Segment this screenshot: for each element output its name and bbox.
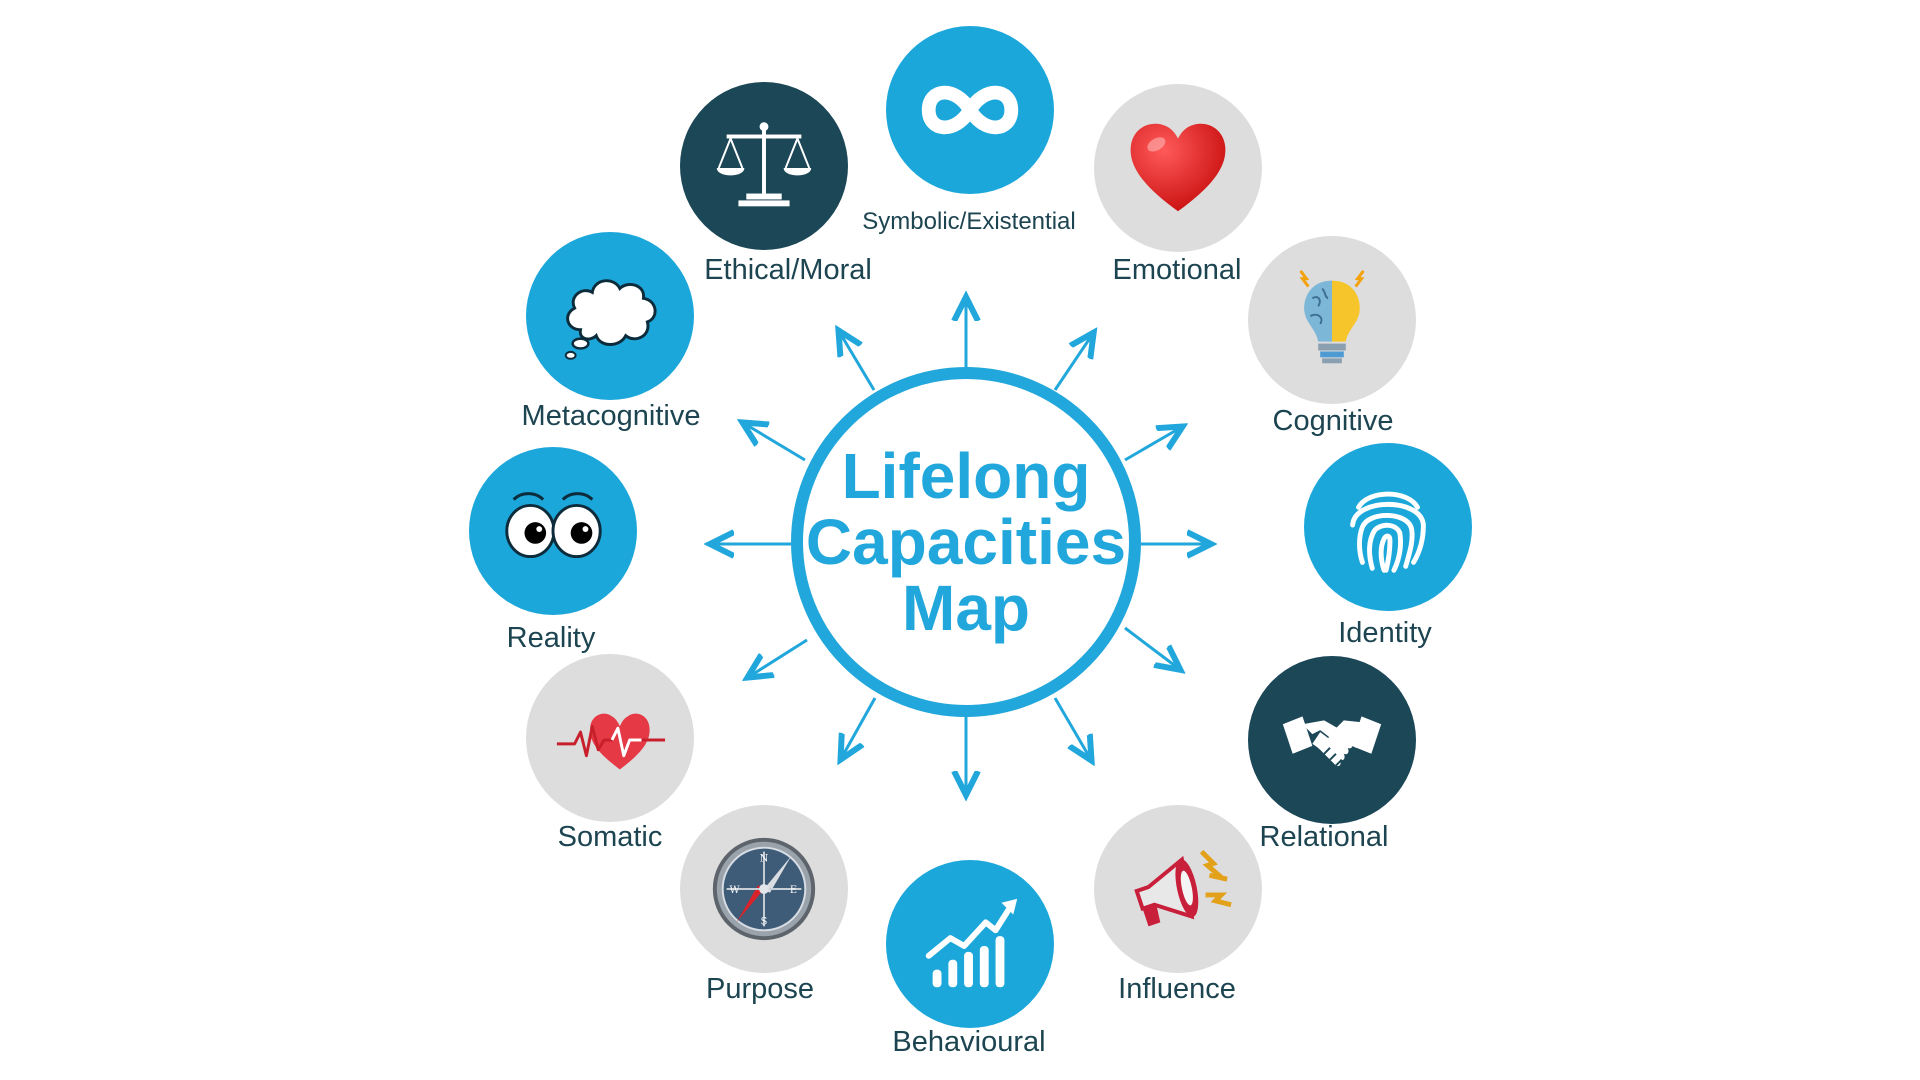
label-somatic: Somatic (558, 821, 663, 853)
arrow-upper-left-1 (840, 333, 874, 390)
svg-text:W: W (729, 885, 740, 896)
arrow-lower-left-1 (842, 698, 875, 757)
handshake-icon (1273, 681, 1391, 799)
svg-text:S: S (761, 916, 768, 927)
svg-text:E: E (790, 885, 797, 896)
infinity-icon (911, 51, 1029, 169)
label-relational: Relational (1260, 821, 1389, 853)
label-ethical-moral: Ethical/Moral (704, 254, 872, 286)
center-title-line-2: Capacities (803, 509, 1129, 575)
label-metacognitive: Metacognitive (522, 400, 701, 432)
ethical-moral-node (680, 82, 848, 250)
megaphone-icon (1119, 830, 1237, 948)
arrow-upper-left-2 (745, 424, 805, 460)
influence-node (1094, 805, 1262, 973)
label-identity: Identity (1338, 617, 1432, 649)
relational-node (1248, 656, 1416, 824)
thought-bubble-icon (551, 257, 669, 375)
arrow-upper-right-2 (1125, 428, 1180, 460)
behavioural-node (886, 860, 1054, 1028)
center-title-line-1: Lifelong (803, 443, 1129, 509)
fingerprint-icon (1329, 468, 1447, 586)
scales-icon (705, 107, 823, 225)
heart-icon (1119, 109, 1237, 227)
center-title: Lifelong Capacities Map (803, 443, 1129, 641)
center-title-line-3: Map (803, 575, 1129, 641)
identity-node (1304, 443, 1472, 611)
compass-icon: N S W E (705, 830, 823, 948)
arrow-lower-right-1 (1055, 698, 1090, 758)
reality-node (469, 447, 637, 615)
cognitive-node (1248, 236, 1416, 404)
center-hub: Lifelong Capacities Map (791, 367, 1141, 717)
label-reality: Reality (507, 622, 596, 654)
label-symbolic-existential: Symbolic/Existential (862, 206, 1075, 238)
label-influence: Influence (1118, 973, 1236, 1005)
arrow-lower-left-2 (750, 640, 807, 676)
heartbeat-icon (551, 679, 669, 797)
svg-text:N: N (760, 853, 769, 864)
emotional-node (1094, 84, 1262, 252)
label-emotional: Emotional (1113, 254, 1242, 286)
growth-chart-icon (911, 885, 1029, 1003)
label-cognitive: Cognitive (1273, 405, 1394, 437)
purpose-node: N S W E (680, 805, 848, 973)
arrow-upper-right-1 (1055, 335, 1092, 390)
symbolic-existential-node (886, 26, 1054, 194)
label-behavioural: Behavioural (892, 1026, 1045, 1058)
somatic-node (526, 654, 694, 822)
metacognitive-node (526, 232, 694, 400)
eyes-icon (494, 472, 612, 590)
brain-lightbulb-icon (1273, 261, 1391, 379)
label-purpose: Purpose (706, 973, 814, 1005)
arrow-lower-right-2 (1125, 628, 1178, 668)
